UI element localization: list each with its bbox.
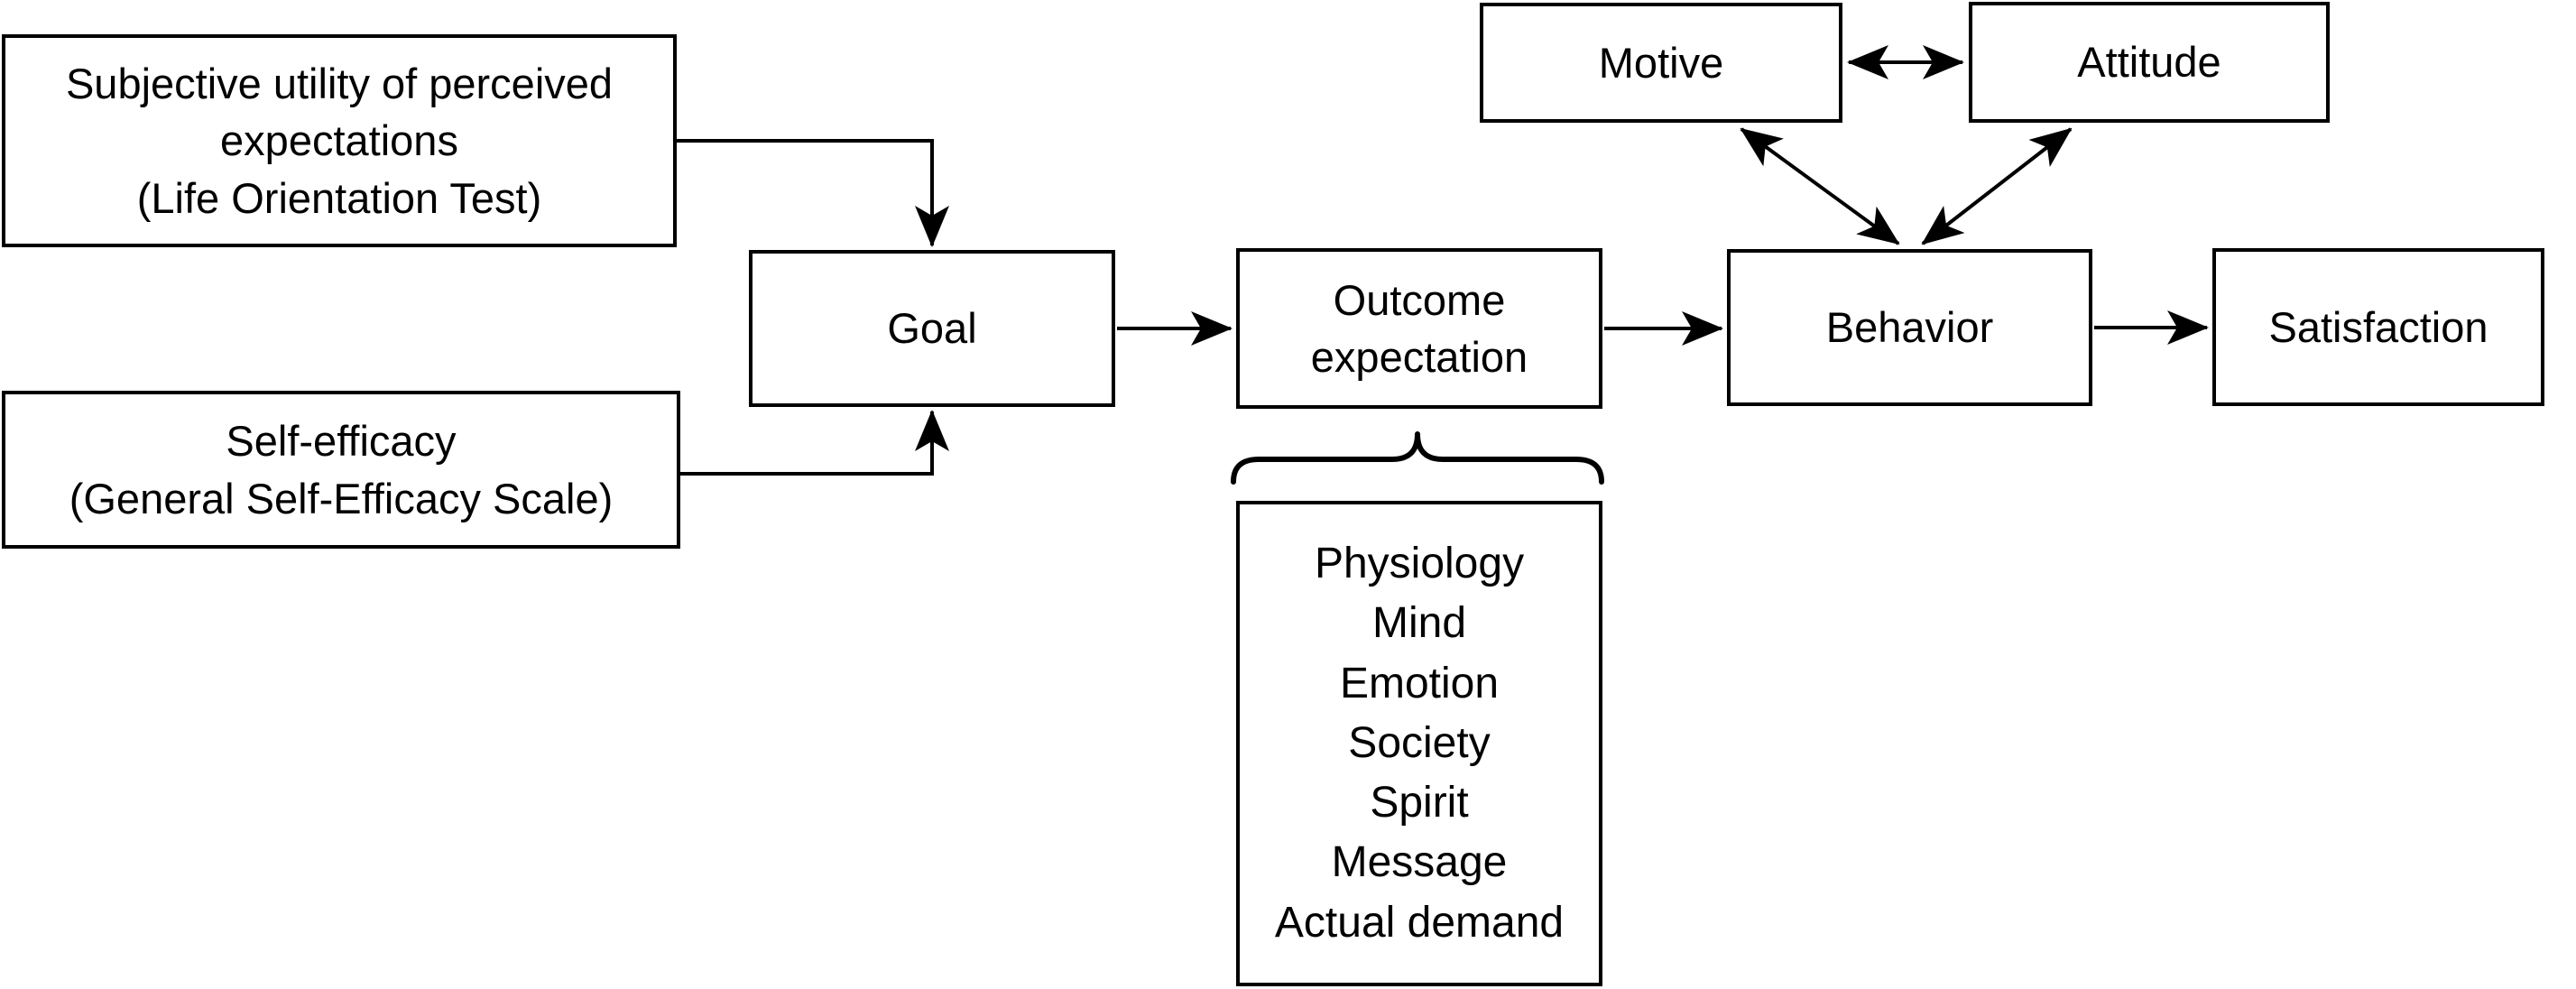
- goal-label: Goal: [887, 304, 977, 353]
- list-item: Society: [1348, 718, 1491, 767]
- list-item: Physiology: [1314, 540, 1525, 588]
- list-item: Mind: [1371, 599, 1467, 648]
- box-behavior: Behavior: [1727, 249, 2092, 406]
- box-motive: Motive: [1480, 3, 1842, 123]
- connector-subjective-to-goal: [677, 139, 949, 247]
- self-efficacy-label: Self-efficacy (General Self-Efficacy Sca…: [69, 417, 614, 522]
- behavior-label: Behavior: [1825, 303, 1994, 352]
- arrow-behavior-attitude-bidirectional: [1921, 127, 2073, 245]
- list-item: Message: [1331, 838, 1508, 887]
- connector-self-efficacy-to-goal: [680, 410, 949, 476]
- attitude-label: Attitude: [2077, 38, 2221, 87]
- list-item: Actual demand: [1274, 898, 1565, 947]
- box-outcome-expectation: Outcome expectation: [1236, 248, 1602, 409]
- box-goal: Goal: [749, 250, 1115, 407]
- list-item: Spirit: [1370, 779, 1469, 827]
- motive-label: Motive: [1598, 38, 1724, 87]
- brace-outcome-components: [1231, 431, 1604, 485]
- outcome-expectation-label: Outcome expectation: [1310, 275, 1528, 381]
- box-satisfaction: Satisfaction: [2212, 248, 2544, 406]
- box-subjective-utility: Subjective utility of perceived expectat…: [2, 34, 677, 247]
- list-item: Emotion: [1339, 659, 1500, 707]
- arrow-behavior-motive-bidirectional: [1740, 127, 1900, 245]
- subjective-utility-label: Subjective utility of perceived expectat…: [65, 59, 614, 222]
- box-attitude: Attitude: [1969, 2, 2330, 123]
- satisfaction-label: Satisfaction: [2268, 302, 2488, 351]
- box-outcome-components: Physiology Mind Emotion Society Spirit M…: [1236, 501, 1602, 986]
- box-self-efficacy: Self-efficacy (General Self-Efficacy Sca…: [2, 391, 680, 549]
